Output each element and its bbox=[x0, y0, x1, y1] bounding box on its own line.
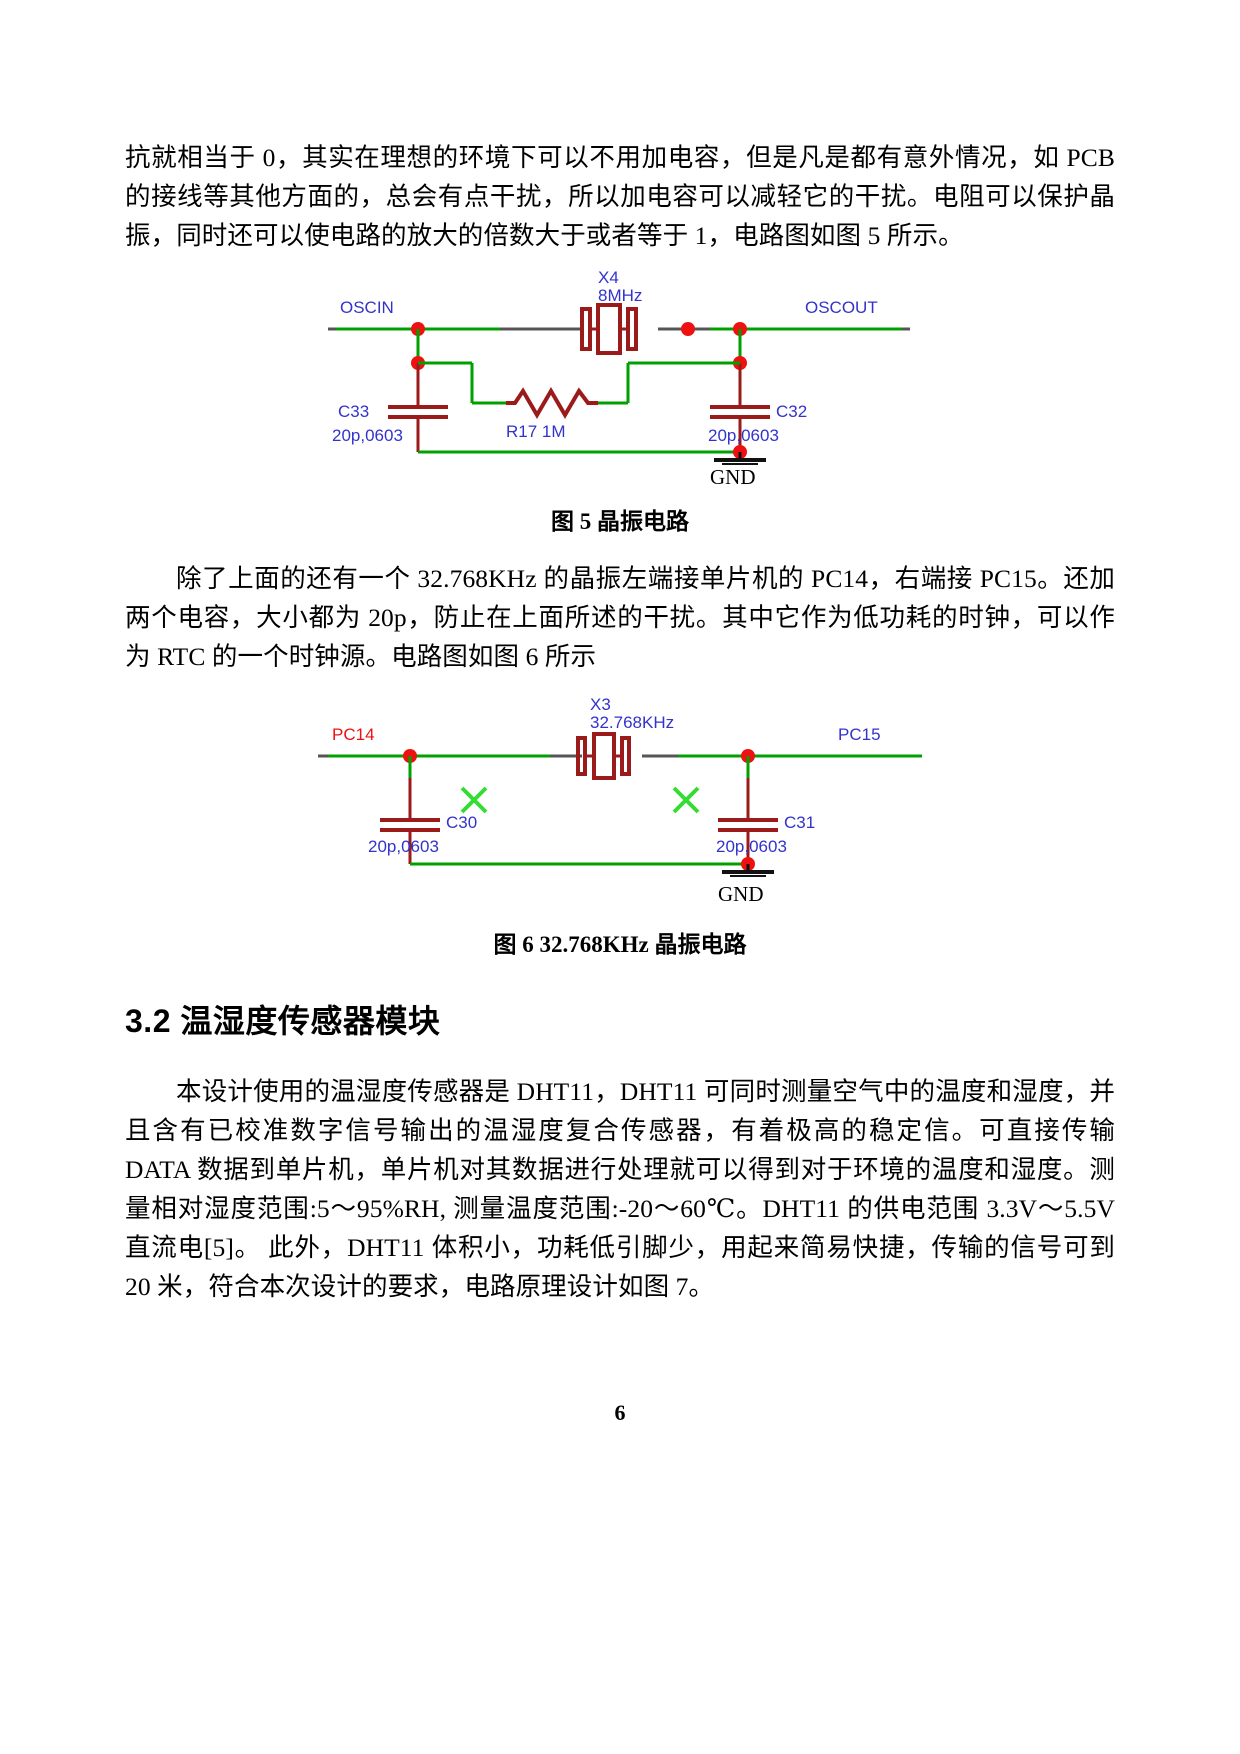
crystal-body bbox=[592, 732, 616, 780]
cap-right-value-label: 20p,0603 bbox=[708, 426, 779, 445]
figure-5-gnd-row: GND bbox=[125, 465, 1115, 495]
figure-6-caption: 图 6 32.768KHz 晶振电路 bbox=[493, 932, 747, 957]
cap-right-value-label: 20p,0603 bbox=[716, 837, 787, 856]
net-label-pc15: PC15 bbox=[838, 725, 881, 744]
cap-left-ref-label: C30 bbox=[446, 813, 477, 832]
figure-6: X3 32.768KHz PC14 PC15 bbox=[125, 694, 1115, 884]
no-connect-marker-right bbox=[672, 786, 700, 814]
figure-6-schematic: X3 32.768KHz PC14 PC15 bbox=[318, 695, 922, 877]
junction-mid-right bbox=[681, 322, 695, 336]
spacer bbox=[125, 255, 1115, 267]
spacer bbox=[125, 912, 1115, 930]
figure-6-gnd-row: GND bbox=[125, 882, 1115, 912]
crystal-ref-label: X3 bbox=[590, 695, 611, 714]
resistor-symbol bbox=[506, 387, 598, 419]
net-label-pc14: PC14 bbox=[332, 725, 375, 744]
page-number: 6 bbox=[614, 1400, 626, 1425]
figure-5: X4 8MHz OSCIN OSCOUT bbox=[125, 267, 1115, 467]
paragraph-2: 除了上面的还有一个 32.768KHz 的晶振左端接单片机的 PC14，右端接 … bbox=[125, 564, 1115, 671]
gnd-label-fig5: GND bbox=[710, 465, 756, 489]
paragraph-3: 本设计使用的温湿度传感器是 DHT11，DHT11 可同时测量空气中的温度和湿度… bbox=[125, 1077, 1115, 1301]
crystal-ref-label: X4 bbox=[598, 268, 619, 287]
spacer bbox=[125, 495, 1115, 507]
crystal-plate-right bbox=[620, 736, 631, 776]
cap-right-ref-label: C31 bbox=[784, 813, 815, 832]
crystal-value-label: 8MHz bbox=[598, 286, 642, 305]
page-content: 抗就相当于 0，其实在理想的环境下可以不用加电容，但是凡是都有意外情况，如 PC… bbox=[125, 138, 1115, 1306]
net-label-oscin: OSCIN bbox=[340, 298, 394, 317]
cap-left-value-label: 20p,0603 bbox=[332, 426, 403, 445]
net-label-oscout: OSCOUT bbox=[805, 298, 878, 317]
figure-5-caption: 图 5 晶振电路 bbox=[551, 509, 689, 534]
crystal-plate-right bbox=[626, 307, 638, 351]
cap-right-ref-label: C32 bbox=[776, 402, 807, 421]
figure-5-schematic: X4 8MHz OSCIN OSCOUT bbox=[328, 268, 910, 465]
spacer bbox=[125, 960, 1115, 1000]
spacer bbox=[125, 537, 1115, 559]
gnd-label-fig6: GND bbox=[718, 882, 764, 906]
cap-left-value-label: 20p,0603 bbox=[368, 837, 439, 856]
section-heading-3-2: 3.2 温湿度传感器模块 bbox=[125, 1003, 441, 1039]
spacer bbox=[125, 676, 1115, 694]
crystal-body bbox=[596, 303, 622, 355]
cap-left-ref-label: C33 bbox=[338, 402, 369, 421]
paragraph-1: 抗就相当于 0，其实在理想的环境下可以不用加电容，但是凡是都有意外情况，如 PC… bbox=[125, 143, 1115, 250]
no-connect-marker-left bbox=[460, 786, 488, 814]
crystal-plate-left bbox=[580, 307, 592, 351]
resistor-label: R17 1M bbox=[506, 422, 566, 441]
crystal-value-label: 32.768KHz bbox=[590, 713, 674, 732]
spacer bbox=[125, 1042, 1115, 1072]
